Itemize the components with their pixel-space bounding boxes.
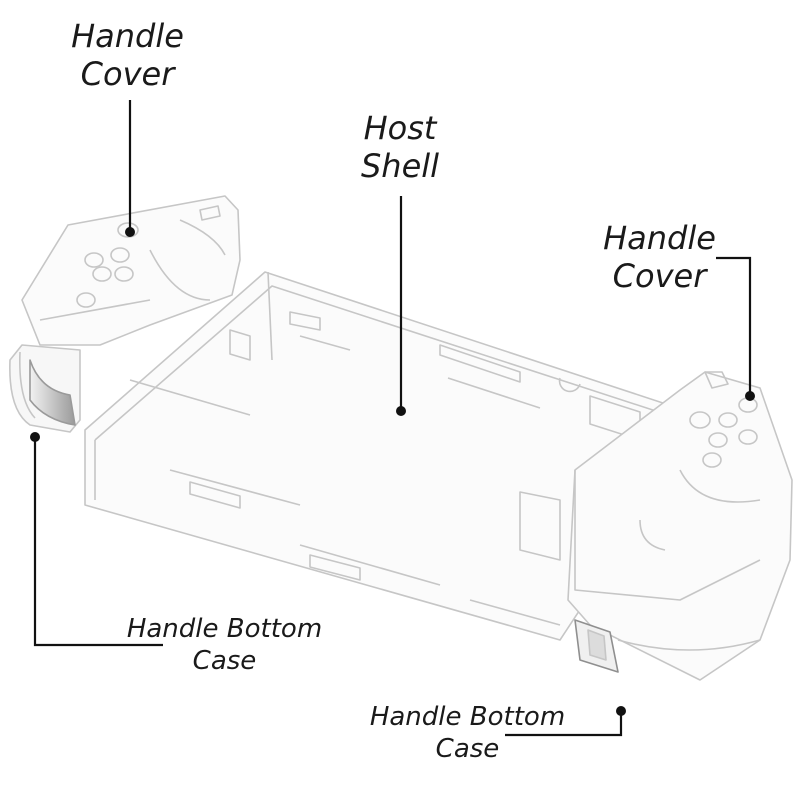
leader-handle-cover-right [716,256,755,401]
label-line: Handle Bottom [126,614,323,644]
leader-handle-cover-left [125,100,135,237]
label-line: Shell [360,147,440,185]
left-handle-bottom-drawing [9,344,81,433]
left-handle-cover-drawing [21,195,241,346]
label-host-shell: Host Shell [345,112,455,182]
label-line: Handle [603,219,716,257]
label-line: Cover [612,257,707,295]
label-line: Cover [80,55,175,93]
label-handle-cover-right: Handle Cover [592,222,727,292]
label-handle-bottom-left: Handle Bottom Case [112,616,337,674]
leader-host-shell [396,196,406,416]
label-line: Case [435,734,500,764]
label-handle-cover-left: Handle Cover [60,20,195,90]
leader-handle-bottom-left [30,432,163,647]
leader-handle-bottom-right [505,706,626,737]
label-line: Handle Bottom [369,702,566,732]
label-handle-bottom-right: Handle Bottom Case [355,704,580,762]
host-shell-drawing [84,271,673,641]
label-line: Case [192,646,257,676]
right-handle-drawing [567,371,793,681]
label-line: Host [363,109,437,147]
label-line: Handle [71,17,184,55]
